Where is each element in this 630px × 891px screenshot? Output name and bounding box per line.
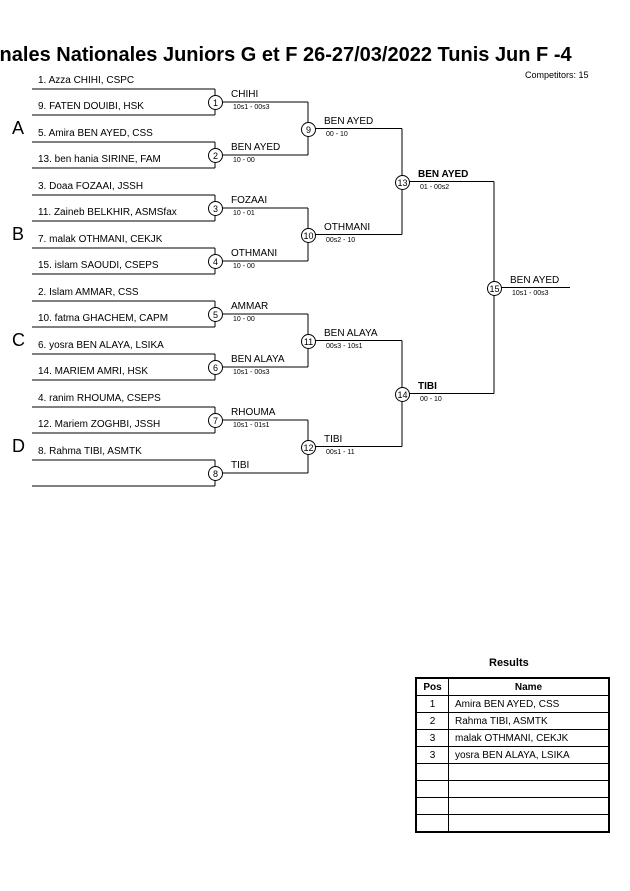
results-pos [415, 780, 449, 798]
match-number: 9 [301, 121, 316, 137]
match-score: 10 - 00 [233, 157, 255, 164]
pool-label-d: D [12, 436, 25, 456]
results-pos: 3 [415, 746, 449, 764]
entry-name: 11. Zaineb BELKHIR, ASMSfax [38, 207, 177, 218]
match-number: 11 [301, 333, 316, 349]
page-title: inales Nationales Juniors G et F 26-27/0… [0, 44, 572, 66]
entry-name: 1. Azza CHIHI, CSPC [38, 75, 135, 86]
match-number: 12 [301, 439, 316, 455]
pool-label-b: B [12, 224, 25, 244]
entry-name: 5. Amira BEN AYED, CSS [38, 128, 153, 139]
entry-name: 13. ben hania SIRINE, FAM [38, 154, 161, 165]
pool-label-c: C [12, 330, 25, 350]
entry-name: 9. FATEN DOUIBI, HSK [38, 101, 144, 112]
entry-name: 4. ranim RHOUMA, CSEPS [38, 393, 161, 404]
match-winner: AMMAR [231, 301, 269, 312]
match-score: 00s3 - 10s1 [326, 342, 363, 350]
match-winner: OTHMANI [324, 221, 371, 233]
match-winner: OTHMANI [231, 248, 278, 259]
competitors-count: Competitors: 15 [525, 70, 589, 80]
results-name: Amira BEN AYED, CSS [448, 695, 610, 713]
match-number: 6 [208, 360, 223, 375]
match-score: 00 - 10 [420, 395, 442, 403]
entry-name: 7. malak OTHMANI, CEKJK [38, 234, 163, 245]
entry-name: 12. Mariem ZOGHBI, JSSH [38, 419, 161, 430]
results-pos [415, 763, 449, 781]
match-score: 10 - 01 [233, 210, 255, 217]
results-col-pos: Pos [415, 677, 449, 696]
match-number: 1 [208, 95, 223, 110]
match-winner: TIBI [418, 380, 437, 392]
results-name: malak OTHMANI, CEKJK [448, 729, 610, 747]
pool-label-a: A [12, 118, 25, 138]
match-score: 00 - 10 [326, 130, 348, 138]
match-number: 2 [208, 148, 223, 163]
match-winner: CHIHI [231, 89, 259, 100]
match-score: 10 - 00 [233, 316, 255, 323]
entry-name: 15. islam SAOUDI, CSEPS [38, 260, 159, 271]
match-winner: BEN AYED [231, 142, 281, 153]
match-score: 10s1 - 00s3 [233, 104, 270, 111]
match-number: 7 [208, 413, 223, 428]
match-winner: FOZAAI [231, 195, 268, 206]
results-row [415, 763, 610, 781]
entry-name: 10. fatma GHACHEM, CAPM [38, 313, 169, 324]
match-score: 10s1 - 01s1 [233, 422, 270, 429]
entry-name: 6. yosra BEN ALAYA, LSIKA [38, 340, 164, 351]
results-name: Rahma TIBI, ASMTK [448, 712, 610, 730]
results-pos [415, 797, 449, 815]
match-number: 13 [395, 174, 410, 190]
results-row [415, 814, 610, 833]
match-score: 10s1 - 00s3 [233, 369, 270, 376]
entry-name: 3. Doaa FOZAAI, JSSH [38, 181, 144, 192]
match-winner: BEN AYED [324, 115, 374, 127]
entry-name: 2. Islam AMMAR, CSS [38, 287, 139, 298]
match-winner: BEN ALAYA [324, 327, 378, 339]
match-winner: BEN ALAYA [231, 354, 285, 365]
match-number: 5 [208, 307, 223, 322]
match-number: 8 [208, 466, 223, 481]
match-winner: RHOUMA [231, 407, 276, 418]
match-score: 00s2 - 10 [326, 236, 356, 244]
results-title: Results [489, 657, 529, 669]
match-winner: BEN AYED [418, 168, 469, 180]
results-pos: 1 [415, 695, 449, 713]
results-pos: 2 [415, 712, 449, 730]
match-score: 10 - 00 [233, 263, 255, 270]
results-row [415, 797, 610, 815]
results-pos [415, 814, 449, 833]
entry-name: 14. MARIEM AMRI, HSK [38, 366, 149, 377]
match-number: 14 [395, 386, 410, 402]
results-name: yosra BEN ALAYA, LSIKA [448, 746, 610, 764]
results-name [448, 814, 610, 833]
results-name [448, 797, 610, 815]
match-number: 10 [301, 227, 316, 243]
results-pos: 3 [415, 729, 449, 747]
match-winner: TIBI [231, 460, 250, 471]
match-number: 3 [208, 201, 223, 216]
match-winner: TIBI [324, 433, 343, 445]
match-score: 00s1 - 11 [326, 448, 355, 456]
match-number: 15 [487, 280, 502, 296]
match-number: 4 [208, 254, 223, 269]
entry-name: 8. Rahma TIBI, ASMTK [38, 446, 142, 457]
match-score: 10s1 - 00s3 [512, 289, 549, 297]
match-score: 01 - 00s2 [420, 183, 450, 191]
results-name [448, 763, 610, 781]
results-col-name: Name [448, 677, 610, 696]
match-winner: BEN AYED [510, 274, 560, 286]
results-row [415, 780, 610, 798]
results-header-row: Pos Name [415, 677, 610, 696]
results-name [448, 780, 610, 798]
